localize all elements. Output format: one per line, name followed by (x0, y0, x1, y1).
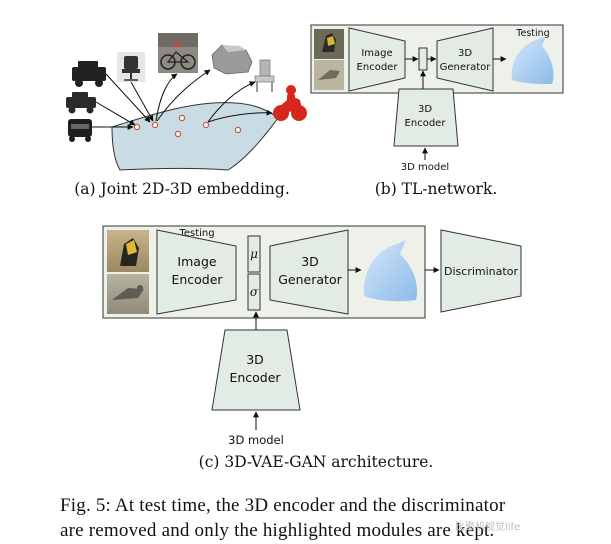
chair-3d-model (254, 59, 275, 92)
jeep-image-2 (66, 92, 96, 114)
car-3d-model (211, 44, 253, 75)
embedding-surface (111, 102, 279, 171)
embedding-points (133, 114, 242, 138)
panel-c-caption: (c) 3D-VAE-GAN architecture. (199, 453, 434, 471)
panel-b-tl-network: Testing Image Encoder 3D Generator 3D En… (310, 24, 564, 198)
encoder-3d-b (393, 88, 459, 147)
encoder-3d-b-label-2: Encoder (405, 118, 447, 129)
input-3d-model-c: 3D model (228, 433, 284, 447)
panel-c-vae-gan: Testing Image Encoder μ σ 3D Generator D… (102, 225, 522, 471)
image-encoder-c-label-2: Encoder (171, 272, 223, 287)
jeep-image-1 (72, 61, 106, 87)
panel-b-caption: (b) TL-network. (375, 180, 498, 198)
chair-image (117, 52, 145, 82)
embedding-arrows (92, 69, 273, 130)
latent-mu-box (247, 235, 261, 273)
generator-b-label-1: 3D (458, 48, 472, 59)
generator-b-label-2: Generator (440, 62, 492, 73)
motorbike-3d-model (273, 85, 307, 121)
figure-caption: Fig. 5: At test time, the 3D encoder and… (60, 493, 580, 543)
voxel-bird-output-b (511, 36, 554, 84)
testing-label: Testing (515, 28, 549, 39)
discriminator (440, 229, 522, 313)
generator-c-label-1: 3D (301, 254, 319, 269)
discriminator-label: Discriminator (444, 265, 518, 278)
jeep-image-3 (68, 119, 92, 142)
bicycle-image (158, 33, 198, 73)
voxel-bird-output-c (363, 240, 418, 302)
image-encoder-b-label-2: Encoder (357, 62, 399, 73)
image-encoder-c-label-1: Image (177, 254, 216, 269)
panel-a-caption: (a) Joint 2D-3D embedding. (74, 180, 290, 198)
encoder-3d-c-label-2: Encoder (229, 370, 281, 385)
input-bird-images-c (107, 230, 149, 314)
watermark-text: 比聚机视觉life (455, 522, 521, 533)
figure-caption-line-2: are removed and only the highlighted mod… (60, 520, 495, 541)
encoder-3d-c-label-1: 3D (246, 352, 264, 367)
sigma-symbol: σ (250, 285, 259, 299)
latent-vector-b (418, 47, 428, 71)
mu-symbol: μ (250, 247, 258, 261)
input-3d-model-b: 3D model (401, 162, 449, 173)
generator-c-label-2: Generator (278, 272, 342, 287)
figure-caption-line-1: Fig. 5: At test time, the 3D encoder and… (60, 495, 506, 516)
latent-sigma-box (247, 273, 261, 311)
image-encoder-c (156, 229, 237, 315)
image-encoder-b-label-1: Image (361, 48, 392, 59)
generator-c (269, 229, 349, 315)
image-encoder-b (348, 27, 406, 92)
panel-a-embedding: (a) Joint 2D-3D embedding. (66, 33, 307, 198)
input-bird-images (314, 29, 344, 90)
encoder-3d-b-label-1: 3D (418, 104, 432, 115)
encoder-3d-c (211, 329, 301, 411)
generator-b (436, 27, 494, 92)
testing-label-c: Testing (178, 228, 214, 239)
